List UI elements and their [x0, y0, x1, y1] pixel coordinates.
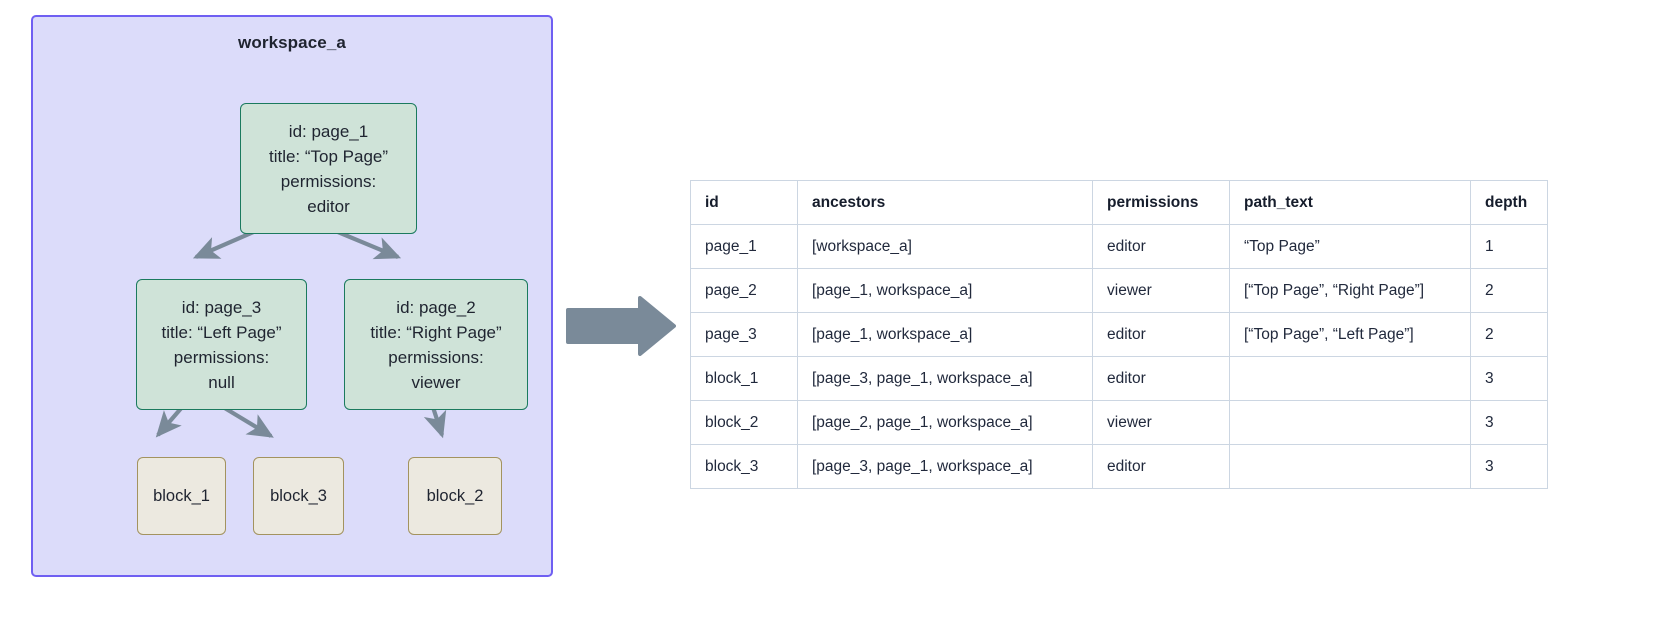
cell-permissions: viewer: [1092, 268, 1230, 313]
node-page-1-line-1: title: “Top Page”: [268, 146, 389, 166]
cell-ancestors: [workspace_a]: [797, 224, 1093, 269]
cell-permissions: editor: [1092, 356, 1230, 401]
workspace-title: workspace_a: [238, 33, 346, 52]
cell-depth: 1: [1470, 224, 1548, 269]
cell-permissions: viewer: [1092, 400, 1230, 445]
right-block-arrow-icon: [566, 296, 676, 356]
table-row[interactable]: page_2 [page_1, workspace_a] viewer [“To…: [690, 268, 1548, 313]
node-page-1-line-0: id: page_1: [288, 121, 369, 141]
cell-ancestors: [page_3, page_1, workspace_a]: [797, 444, 1093, 489]
cell-permissions: editor: [1092, 224, 1230, 269]
column-header-depth[interactable]: depth: [1470, 180, 1548, 225]
node-page-3-line-2: permissions:: [173, 347, 270, 367]
cell-depth: 3: [1470, 356, 1548, 401]
cell-depth: 2: [1470, 312, 1548, 357]
node-page-3-line-1: title: “Left Page”: [161, 322, 282, 342]
cell-path-text: [“Top Page”, “Left Page”]: [1229, 312, 1471, 357]
node-block-3[interactable]: block_3: [253, 457, 344, 535]
cell-path-text: [“Top Page”, “Right Page”]: [1229, 268, 1471, 313]
column-header-permissions[interactable]: permissions: [1092, 180, 1230, 225]
cell-id: page_2: [690, 268, 798, 313]
table-row[interactable]: block_2 [page_2, page_1, workspace_a] vi…: [690, 400, 1548, 445]
node-page-1-line-2: permissions:: [280, 171, 377, 191]
table-row[interactable]: block_3 [page_3, page_1, workspace_a] ed…: [690, 444, 1548, 489]
node-page-2-line-1: title: “Right Page”: [370, 322, 502, 342]
node-page-3-line-3: null: [208, 372, 235, 392]
cell-id: block_3: [690, 444, 798, 489]
cell-ancestors: [page_2, page_1, workspace_a]: [797, 400, 1093, 445]
node-block-2-label: block_2: [426, 486, 484, 505]
cell-ancestors: [page_3, page_1, workspace_a]: [797, 356, 1093, 401]
node-page-1-line-3: editor: [307, 196, 350, 216]
table-row[interactable]: block_1 [page_3, page_1, workspace_a] ed…: [690, 356, 1548, 401]
table-row[interactable]: page_1 [workspace_a] editor “Top Page” 1: [690, 224, 1548, 269]
cell-id: page_1: [690, 224, 798, 269]
node-page-2-line-0: id: page_2: [396, 297, 476, 317]
cell-id: block_2: [690, 400, 798, 445]
cell-permissions: editor: [1092, 312, 1230, 357]
node-block-1-label: block_1: [153, 486, 210, 505]
cell-id: block_1: [690, 356, 798, 401]
cell-id: page_3: [690, 312, 798, 357]
column-header-ancestors[interactable]: ancestors: [797, 180, 1093, 225]
cell-path-text: “Top Page”: [1229, 224, 1471, 269]
cell-permissions: editor: [1092, 444, 1230, 489]
cell-path-text: [1229, 356, 1471, 401]
node-page-1[interactable]: id: page_1 title: “Top Page” permissions…: [240, 103, 417, 234]
cell-path-text: [1229, 400, 1471, 445]
cell-ancestors: [page_1, workspace_a]: [797, 268, 1093, 313]
cell-depth: 2: [1470, 268, 1548, 313]
node-page-3[interactable]: id: page_3 title: “Left Page” permission…: [136, 279, 307, 410]
cell-ancestors: [page_1, workspace_a]: [797, 312, 1093, 357]
node-page-3-line-0: id: page_3: [181, 297, 262, 317]
table-row[interactable]: page_3 [page_1, workspace_a] editor [“To…: [690, 312, 1548, 357]
column-header-path-text[interactable]: path_text: [1229, 180, 1471, 225]
cell-path-text: [1229, 444, 1471, 489]
result-table-container: id ancestors permissions path_text depth…: [690, 180, 1548, 489]
node-page-2-line-2: permissions:: [388, 347, 484, 367]
result-table: id ancestors permissions path_text depth…: [690, 180, 1548, 489]
node-block-2[interactable]: block_2: [408, 457, 502, 535]
node-page-2[interactable]: id: page_2 title: “Right Page” permissio…: [344, 279, 528, 410]
node-block-3-label: block_3: [270, 486, 327, 505]
workspace-container: workspace_a id: page_1 title: “Top Page”…: [31, 15, 553, 577]
cell-depth: 3: [1470, 444, 1548, 489]
cell-depth: 3: [1470, 400, 1548, 445]
column-header-id[interactable]: id: [690, 180, 798, 225]
table-header-row: id ancestors permissions path_text depth: [690, 180, 1548, 225]
node-block-1[interactable]: block_1: [137, 457, 226, 535]
node-page-2-line-3: viewer: [411, 372, 461, 392]
